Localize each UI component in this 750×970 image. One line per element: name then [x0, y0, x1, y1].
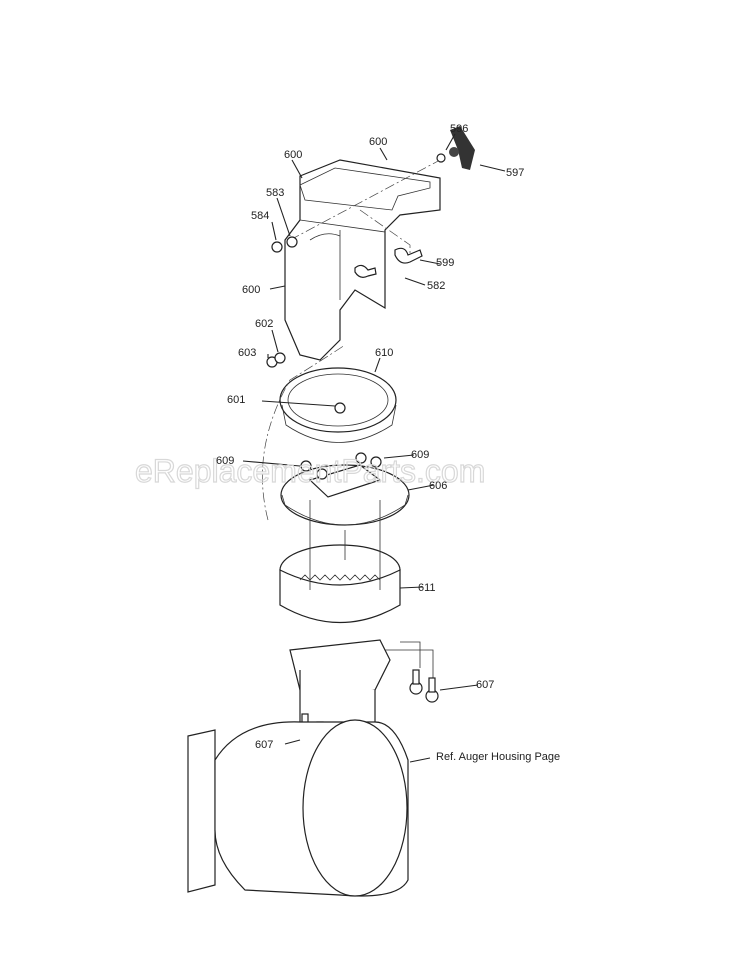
reference-note: Ref. Auger Housing Page	[436, 751, 560, 763]
chute-ring-610	[262, 344, 397, 521]
part-label-603: 603	[238, 347, 256, 359]
part-label-596: 596	[450, 123, 468, 135]
leader-lines	[242, 133, 506, 763]
part-label-610: 610	[375, 347, 393, 359]
handle-knob	[436, 126, 475, 170]
part-label-602: 602	[255, 318, 273, 330]
chute-base	[289, 639, 434, 726]
part-label-597: 597	[506, 167, 524, 179]
part-label-607: 607	[255, 739, 273, 751]
part-label-607: 607	[476, 679, 494, 691]
part-label-609: 609	[411, 449, 429, 461]
auger-housing-pipe	[187, 719, 409, 897]
part-label-600: 600	[284, 149, 302, 161]
part-label-601: 601	[227, 394, 245, 406]
part-label-600: 600	[369, 136, 387, 148]
gear-ring-611	[279, 500, 401, 624]
part-label-583: 583	[266, 187, 284, 199]
part-label-599: 599	[436, 257, 454, 269]
part-label-584: 584	[251, 210, 269, 222]
part-label-609: 609	[216, 455, 234, 467]
chute-deflector	[284, 159, 441, 361]
part-label-600: 600	[242, 284, 260, 296]
part-label-611: 611	[418, 582, 436, 594]
part-label-606: 606	[429, 480, 447, 492]
hardware	[266, 236, 423, 368]
part-label-582: 582	[427, 280, 445, 292]
chute-plate-606	[280, 452, 410, 526]
watermark: eReplacementParts.com	[135, 453, 485, 489]
